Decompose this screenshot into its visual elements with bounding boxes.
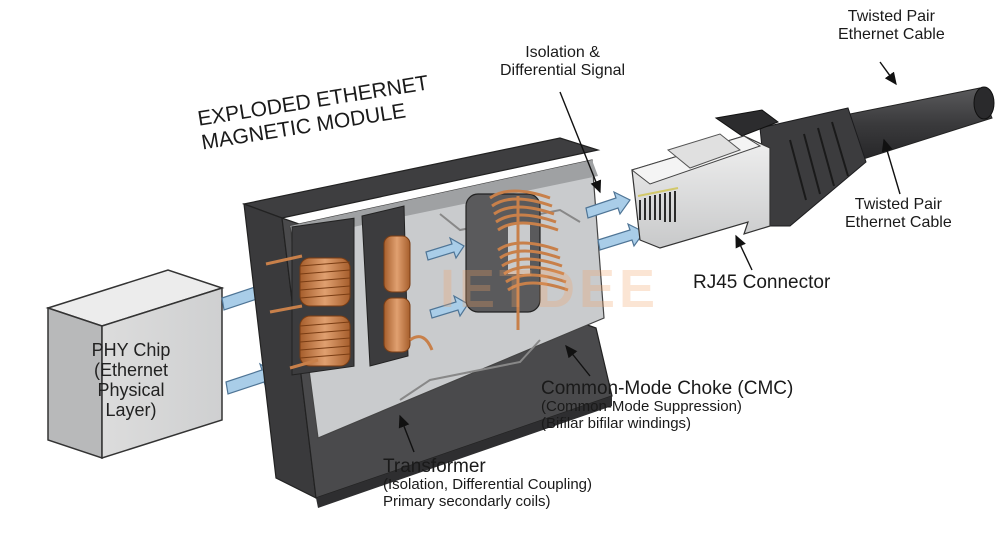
callout-leaders [398, 61, 901, 453]
rj45-connector [630, 107, 867, 249]
label-line: Twisted Pair [854, 196, 942, 213]
signal-arrow [425, 236, 465, 261]
label-line: PHY Chip [91, 340, 171, 360]
label-common-mode-choke: Common-Mode Choke (CMC) (Common-Mode Sup… [541, 378, 793, 433]
label-line: Physical [97, 380, 165, 401]
signal-arrows-internal [425, 236, 469, 319]
label-rj45-connector: RJ45 Connector [693, 272, 831, 293]
label-line: (Ethernet [93, 360, 169, 381]
label-line: Isolation & [525, 44, 600, 61]
label-line: Differential Signal [500, 61, 626, 79]
label-title: Transformer [383, 456, 486, 477]
label-line: Ethernet Cable [845, 213, 952, 231]
signal-arrows-output [585, 190, 645, 251]
transformer-secondary-coil [383, 235, 434, 353]
signal-arrow [585, 190, 631, 219]
label-cable-top: Twisted Pair Ethernet Cable [838, 8, 945, 44]
label-phy-chip: PHY Chip (Ethernet Physical Layer) [76, 340, 186, 421]
label-line: (Isolation, Differential Coupling) [383, 476, 592, 494]
watermark: IETDEE [440, 259, 660, 319]
label-line: (Bifilar bifilar windings) [541, 415, 692, 433]
label-line: Twisted Pair [847, 8, 935, 25]
leader-cable-top [879, 61, 897, 86]
label-cable-side: Twisted Pair Ethernet Cable [845, 196, 952, 232]
label-line: Ethernet Cable [838, 25, 945, 43]
rj45-contacts [639, 191, 676, 222]
label-line: (Common-Mode Suppression) [541, 398, 742, 416]
signal-arrow [429, 294, 469, 319]
label-transformer: Transformer (Isolation, Differential Cou… [383, 456, 592, 511]
choke-winding [489, 189, 569, 330]
leader-rj45 [735, 234, 753, 271]
phy-chip [45, 269, 225, 460]
leader-isolation [559, 91, 602, 194]
common-mode-choke [465, 189, 569, 330]
signal-arrow [597, 222, 645, 251]
twisted-pair-cable [839, 86, 995, 161]
leader-transformer [398, 414, 415, 453]
transformer-primary-coil [265, 254, 351, 370]
label-isolation-signal: Isolation & Differential Signal [500, 44, 625, 80]
label-line: Primary secondarly coils) [383, 493, 551, 511]
label-title: Common-Mode Choke (CMC) [541, 378, 794, 399]
transformer [265, 205, 434, 376]
leader-cmc [565, 344, 591, 377]
label-line: Layer) [105, 400, 157, 421]
leader-cable-side [881, 138, 901, 195]
